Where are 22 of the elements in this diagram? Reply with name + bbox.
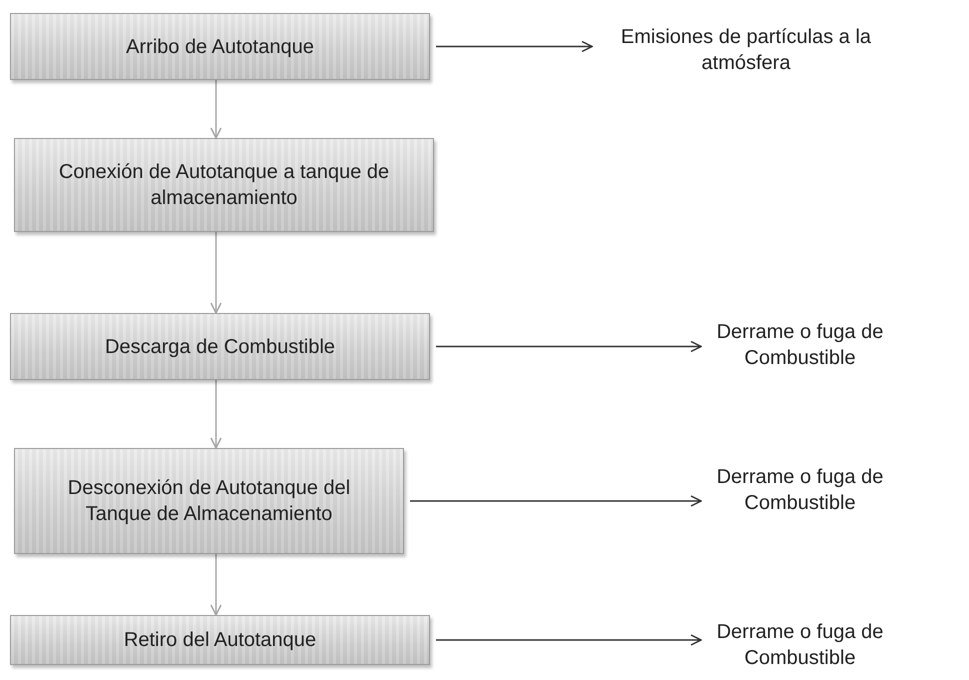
process-box bbox=[10, 313, 430, 380]
process-box bbox=[14, 138, 434, 232]
process-box bbox=[10, 13, 430, 80]
step-label: Arribo de Autotanque bbox=[126, 34, 314, 60]
arrow bbox=[436, 340, 702, 352]
step-label: Desconexión de Autotanque del Tanque de Almacenamiento bbox=[66, 476, 352, 527]
process-box bbox=[14, 448, 404, 554]
impact-text: Derrame o fuga de Combustible bbox=[716, 465, 884, 516]
arrow bbox=[210, 232, 222, 314]
arrow bbox=[210, 554, 222, 616]
arrow bbox=[210, 380, 222, 449]
arrow bbox=[436, 634, 702, 646]
arrow bbox=[210, 80, 222, 139]
arrow bbox=[410, 495, 702, 507]
impact-text: Emisiones de partículas a la atmósfera bbox=[620, 25, 872, 76]
step-label: Conexión de Autotanque a tanque de almacenamiento bbox=[58, 160, 390, 211]
step-label: Descarga de Combustible bbox=[104, 334, 336, 360]
arrow bbox=[436, 40, 593, 52]
process-box bbox=[10, 615, 430, 665]
step-label: Retiro del Autotanque bbox=[124, 628, 316, 653]
impact-text: Derrame o fuga de Combustible bbox=[716, 620, 884, 671]
impact-text: Derrame o fuga de Combustible bbox=[716, 320, 884, 371]
